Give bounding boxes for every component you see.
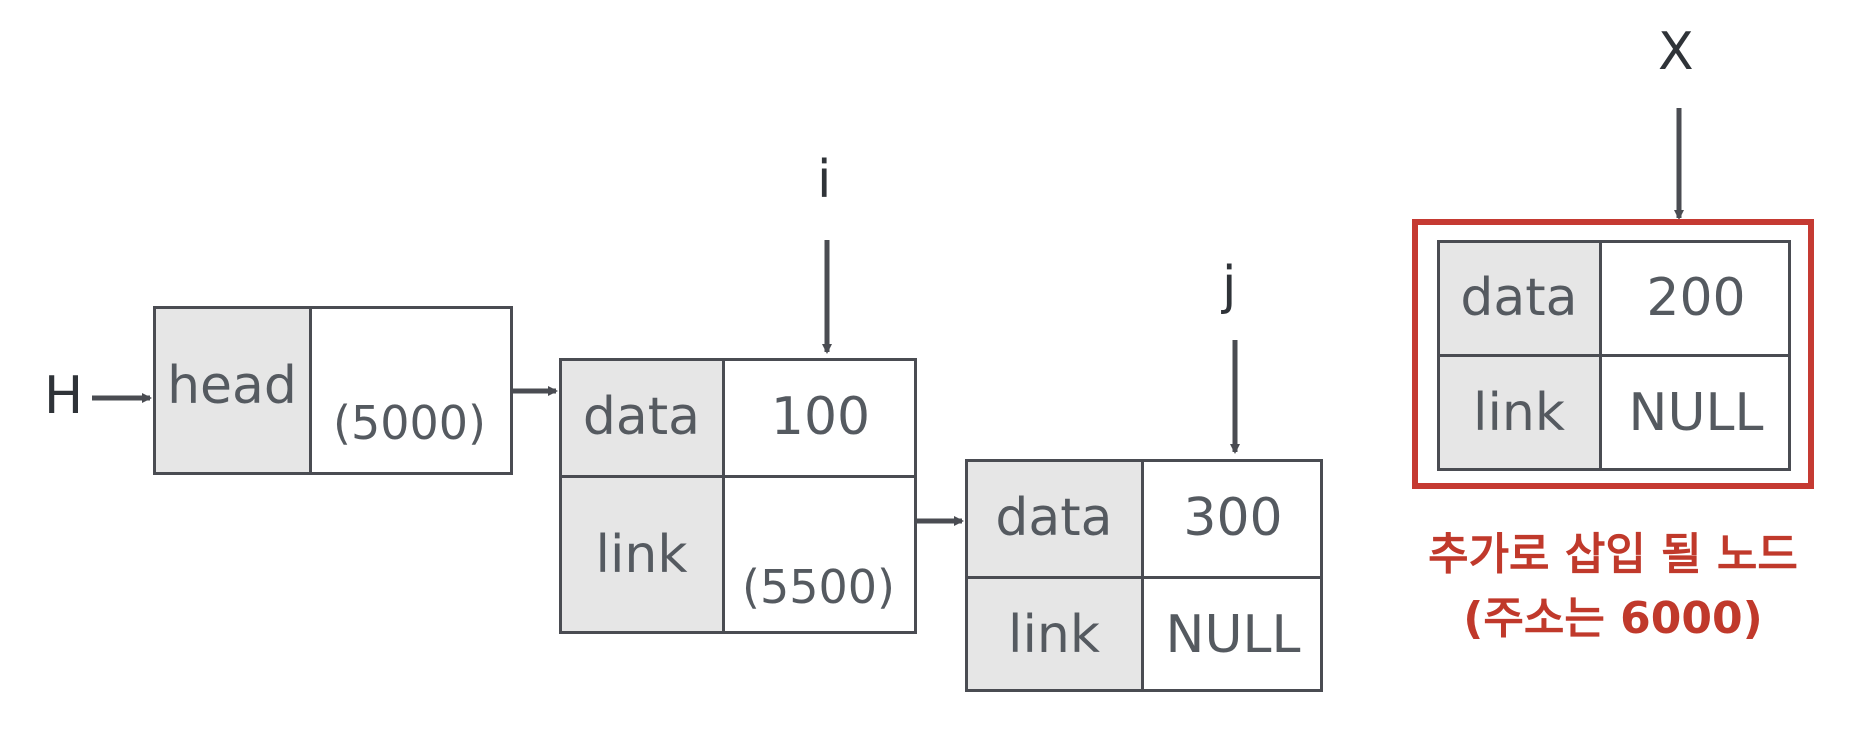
node-j-divider-v — [1141, 459, 1144, 692]
node-x-link-value-cell: NULL — [1601, 355, 1791, 471]
node-j-divider-h — [965, 576, 1323, 579]
node-j-link-value: NULL — [1165, 604, 1301, 665]
node-x-link-label-cell: link — [1437, 355, 1601, 471]
node-i-link-value-cell — [724, 476, 917, 634]
node-j-link-label-cell: link — [965, 577, 1143, 692]
node-x-data-value-cell: 200 — [1601, 240, 1791, 355]
node-x-data-label-cell: data — [1437, 240, 1601, 355]
node-x-link-label: link — [1473, 383, 1565, 443]
node-i-divider-v — [722, 358, 725, 634]
node-i-link-label-cell: link — [559, 476, 724, 634]
new-node-caption-line2: (주소는 6000) — [1463, 593, 1763, 644]
node-x-link-value: NULL — [1628, 383, 1764, 443]
node-j-data-label: data — [995, 488, 1113, 548]
head-label-cell: head — [153, 306, 311, 475]
i-pointer-label: i — [817, 150, 832, 210]
head-pointer-label: H — [44, 366, 84, 426]
head-address: (5000) — [333, 396, 486, 450]
new-node-caption-line1: 추가로 삽입 될 노드 — [1428, 529, 1798, 580]
j-pointer-label: j — [1222, 256, 1237, 316]
node-j-data-value-cell: 300 — [1143, 459, 1323, 577]
head-label: head — [167, 355, 297, 416]
x-pointer-label: X — [1658, 22, 1694, 82]
head-value-cell — [311, 306, 513, 475]
head-node-divider — [309, 306, 312, 475]
node-x-data-label: data — [1460, 267, 1578, 328]
node-j-data-label-cell: data — [965, 459, 1143, 577]
node-j-link-label: link — [1008, 604, 1100, 665]
node-i-link-label: link — [595, 525, 688, 585]
node-i-data-label: data — [582, 387, 701, 447]
node-x-divider-h — [1437, 354, 1791, 357]
node-i-data-label-cell: data — [559, 358, 724, 476]
node-j-data-value: 300 — [1183, 488, 1283, 548]
node-j-link-value-cell: NULL — [1143, 577, 1323, 692]
node-i-data-value-cell: 100 — [724, 358, 917, 476]
node-i-data-value: 100 — [770, 387, 871, 447]
node-i-link-address: (5500) — [742, 560, 895, 614]
node-x-data-value: 200 — [1646, 267, 1746, 328]
node-i-divider-h — [559, 475, 917, 478]
new-node-highlight-frame — [1412, 219, 1814, 489]
